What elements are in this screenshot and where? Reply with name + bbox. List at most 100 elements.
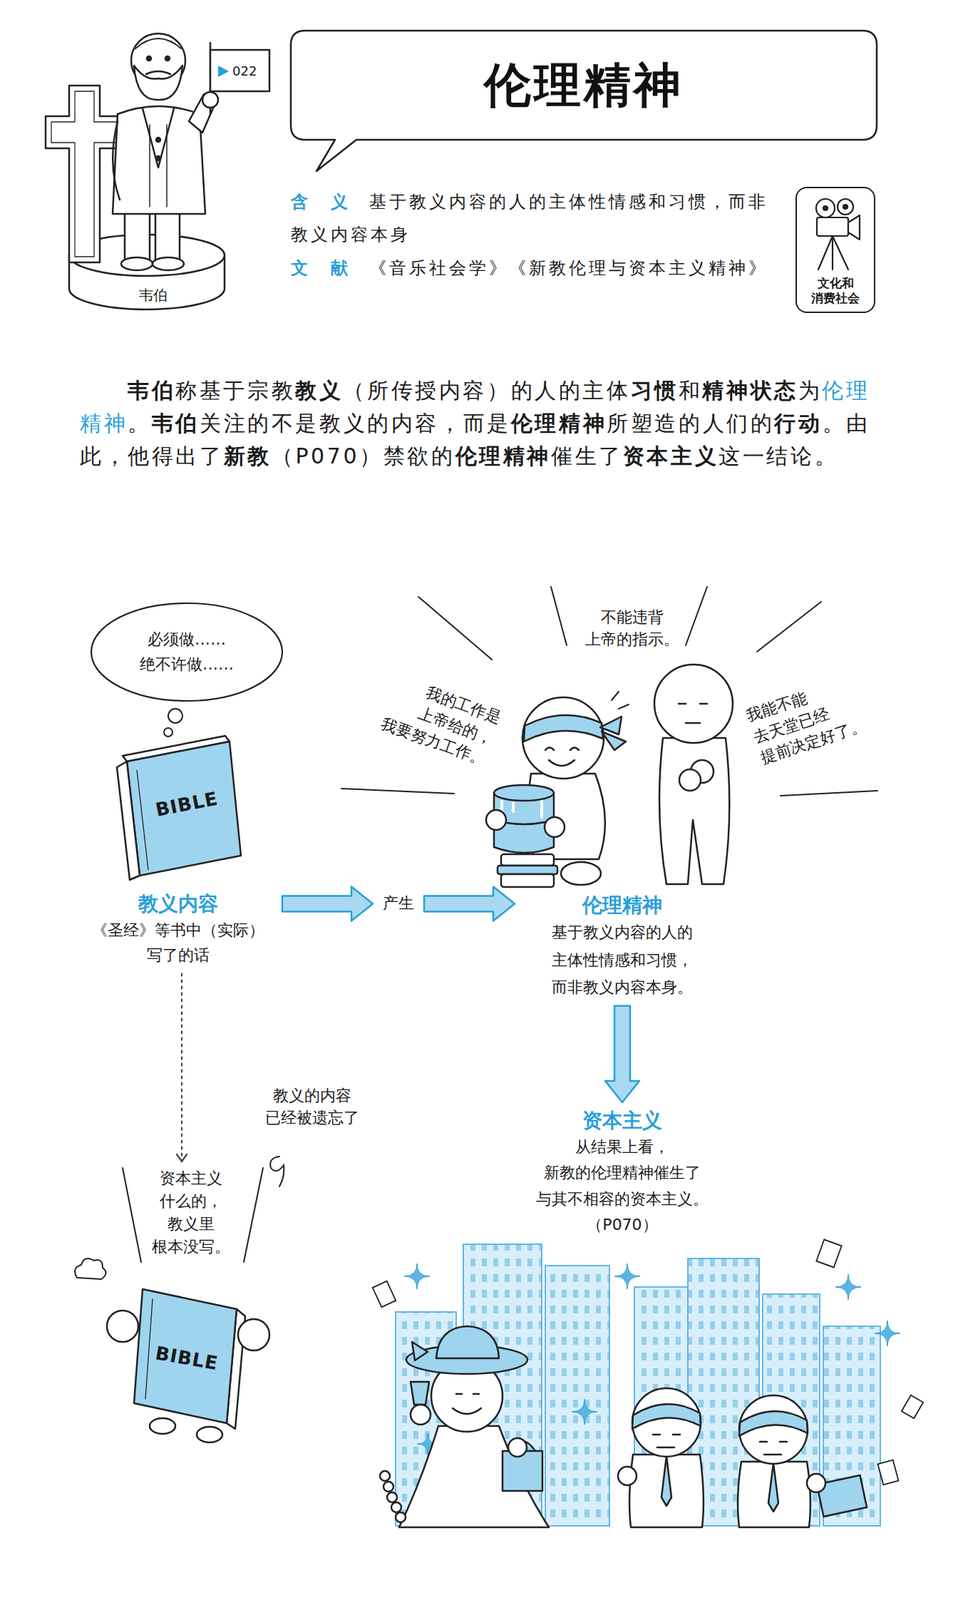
emphasis: 新教 (223, 443, 272, 469)
rich-people (632, 1403, 701, 1429)
rich-people (387, 1491, 398, 1502)
edge-label: 产生 (378, 893, 419, 914)
node-text: 《圣经》等书中（实际） 写了的话 (85, 917, 271, 968)
flying-papers (877, 1459, 899, 1485)
talking-bible (149, 1417, 176, 1434)
emphasis-lines (780, 790, 878, 796)
rich-people (411, 1341, 428, 1361)
definition-text: 基于教义内容的人的主体性情感和习惯，而非教义内容本身 (290, 191, 769, 245)
camera-icon (816, 198, 835, 218)
worker-figure (611, 691, 629, 709)
flag-number: 022 (232, 62, 257, 80)
speech-lines (122, 1167, 142, 1262)
term-label: 含 义 (290, 191, 351, 212)
emphasis: 伦理精神 (455, 443, 551, 469)
emphasis-lines (341, 586, 878, 796)
rich-people (436, 1325, 499, 1358)
dotted-arrow (176, 973, 187, 1162)
emphasis: 精神状态 (702, 377, 798, 403)
concept-block: 资本主义从结果上看， 新教的伦理精神催生了 与其不相容的资本主义。 （P070） (518, 1106, 726, 1238)
praying-figure (654, 664, 733, 743)
flow-arrow (605, 1005, 640, 1102)
weber-statue (124, 206, 150, 263)
rich-people (617, 1466, 637, 1485)
bible-book (126, 741, 241, 876)
rich-people (739, 1394, 808, 1464)
emphasis: 伦理精神 (511, 410, 607, 436)
emphasis-lines (685, 586, 708, 646)
rich-people (652, 1434, 681, 1447)
weber-statue (112, 121, 120, 200)
worker-figure (548, 759, 575, 766)
bubble-outline (89, 601, 284, 703)
weber-statue (210, 49, 270, 92)
title-text: 伦理精神 (290, 30, 877, 140)
rich-people (502, 1450, 543, 1491)
node-text: 必须做…… 绝不许做…… (138, 627, 236, 676)
worker-figure (497, 865, 558, 874)
talking-bible (196, 1426, 223, 1442)
rich-people (739, 1410, 808, 1436)
book-title: BIBLE (153, 1339, 221, 1376)
worker-figure (522, 697, 604, 779)
term-label: 文 献 (290, 258, 351, 278)
body-paragraph: 韦伯称基于宗教教义（所传授内容）的人的主体习惯和精神状态为伦理精神。韦伯关注的不… (79, 374, 879, 473)
weber-statue (121, 257, 153, 271)
dotted-line (181, 973, 183, 1162)
city-skyline (545, 1265, 610, 1526)
weber-statue (51, 91, 123, 257)
rich-people (383, 1481, 394, 1492)
forgotten-squiggle (270, 1156, 284, 1187)
worker-figure (501, 801, 542, 817)
emphasis: 韦伯 (151, 410, 200, 436)
icon-box: 文化和 消费社会 (795, 186, 876, 313)
arrow-head (176, 1154, 187, 1162)
definition-line: 文 献《音乐社会学》《新教伦理与资本主义精神》 (290, 251, 783, 285)
worker-figure (501, 873, 554, 887)
talking-bible (145, 1298, 153, 1399)
worker-figure (560, 861, 601, 885)
weber-statue (218, 65, 229, 77)
weber-statue (165, 56, 170, 61)
weber-statue (142, 108, 174, 168)
node-text: 从结果上看， 新教的伦理精神催生了 与其不相容的资本主义。 （P070） (531, 1134, 714, 1238)
emphasis-lines (550, 586, 567, 646)
camera-icon (816, 217, 849, 236)
speech-text: 不能违背 上帝的指示。 (582, 606, 683, 651)
speech-text: 我能不能 去天堂已经 提前决定好了。 (744, 670, 875, 770)
sparkles (874, 1320, 901, 1346)
talking-bible (74, 1258, 106, 1279)
rich-people (410, 1404, 431, 1425)
weber-statue (156, 156, 161, 161)
arrow-shape (282, 886, 373, 921)
rich-people (399, 1425, 549, 1527)
emphasis: 韦伯 (127, 377, 176, 403)
sparkles (404, 1263, 430, 1289)
praying-figure (654, 664, 733, 884)
rich-people (661, 1455, 672, 1506)
praying-figure (678, 703, 708, 723)
praying-figure (679, 769, 701, 791)
praying-figure (659, 737, 730, 884)
flow-arrow (282, 886, 515, 921)
flying-papers (372, 1280, 397, 1307)
rich-people (452, 1407, 482, 1414)
rich-people (395, 1511, 406, 1522)
worker-figure (486, 809, 507, 830)
weber-statue (146, 71, 171, 75)
camera-icon (823, 205, 828, 211)
weber-statue (155, 206, 180, 263)
speech-lines (243, 1167, 264, 1262)
city-skyline (545, 1265, 610, 1526)
flying-papers (901, 1394, 924, 1419)
concept-block: 教义内容《圣经》等书中（实际） 写了的话 (78, 889, 278, 968)
camera-icon (848, 215, 860, 240)
emphasis: 行动 (774, 410, 822, 436)
definition-line: 含 义基于教义内容的人的主体性情感和习惯，而非教义内容本身 (290, 185, 783, 251)
weber-statue (149, 124, 167, 207)
rich-people (629, 1454, 704, 1527)
emphasis-lines (341, 788, 455, 794)
